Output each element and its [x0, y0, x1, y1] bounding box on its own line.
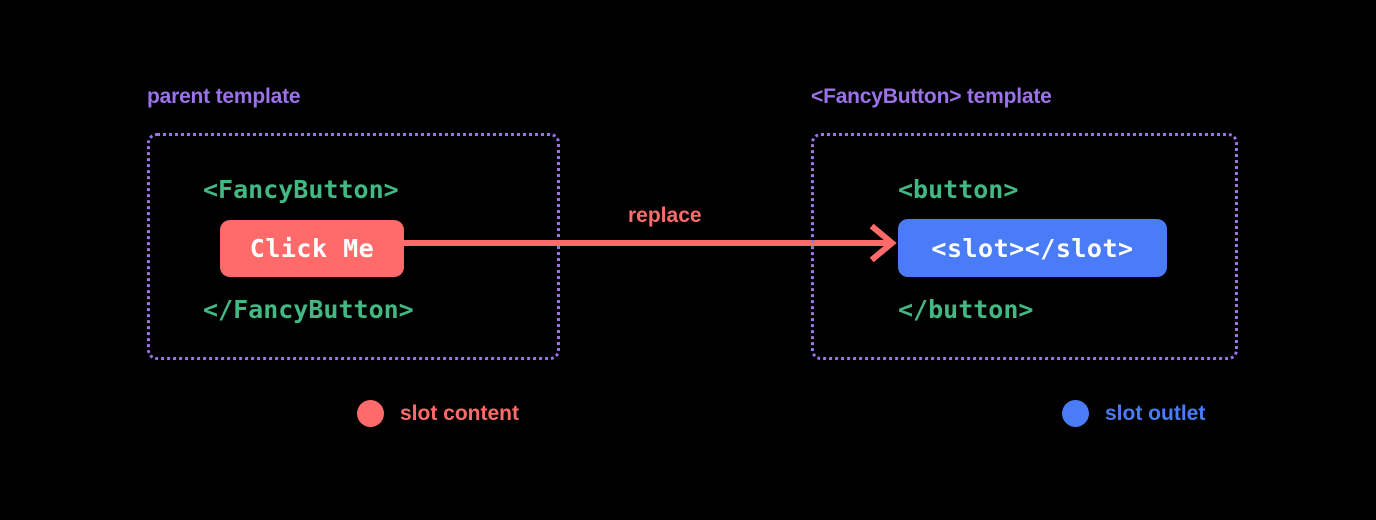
parent-template-box [147, 133, 560, 360]
replace-label: replace [628, 204, 702, 227]
fancybutton-template-box [811, 133, 1238, 360]
legend-label-slot-outlet: slot outlet [1105, 401, 1206, 425]
replace-arrow-icon [402, 223, 897, 263]
slot-outlet-pill[interactable]: <slot></slot> [898, 219, 1167, 277]
fancybutton-open-tag: <FancyButton> [203, 175, 399, 204]
slot-outlet-swatch-icon [1062, 400, 1089, 427]
legend-item-slot-outlet: slot outlet [1062, 400, 1205, 427]
fancybutton-template-label: <FancyButton> template [811, 85, 1052, 108]
button-close-tag: </button> [898, 295, 1034, 324]
slot-content-pill[interactable]: Click Me [220, 220, 404, 277]
button-open-tag: <button> [898, 175, 1019, 204]
slot-content-swatch-icon [357, 400, 384, 427]
legend-label-slot-content: slot content [400, 401, 519, 425]
legend-item-slot-content: slot content [357, 400, 519, 427]
fancybutton-close-tag: </FancyButton> [203, 295, 414, 324]
parent-template-label: parent template [147, 85, 301, 108]
